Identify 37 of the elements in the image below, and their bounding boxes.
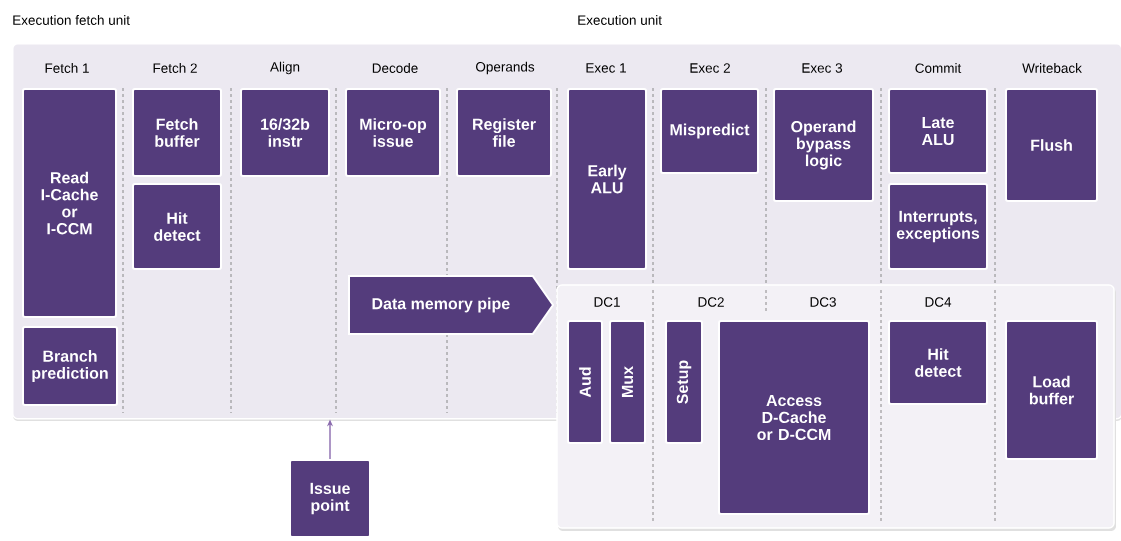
stage-box: Aud bbox=[567, 320, 603, 444]
stage-label: DC3 bbox=[810, 297, 836, 307]
stage-box: Access D-Cache or D-CCM bbox=[718, 320, 870, 515]
stage-box: Fetch buffer bbox=[132, 88, 222, 177]
stage-box: Mispredict bbox=[660, 88, 759, 174]
pipe-arrow-box: Data memory pipe bbox=[348, 275, 555, 335]
section-title: Execution fetch unit bbox=[13, 15, 130, 25]
stage-label: Decode bbox=[372, 63, 418, 73]
stage-label: Exec 3 bbox=[802, 63, 843, 73]
stage-box: Micro-op issue bbox=[345, 88, 441, 177]
stage-box: Early ALU bbox=[567, 88, 647, 270]
stage-box: Branch prediction bbox=[22, 326, 118, 406]
stage-label: Exec 1 bbox=[586, 63, 626, 73]
stage-label: Fetch 1 bbox=[45, 63, 89, 73]
stage-label: Fetch 2 bbox=[153, 63, 197, 73]
stage-box: Read I-Cache or I-CCM bbox=[22, 88, 117, 318]
stage-box: Issue point bbox=[289, 459, 371, 538]
stage-label: DC4 bbox=[925, 297, 952, 307]
stage-box: Mux bbox=[609, 320, 646, 444]
stage-box: Load buffer bbox=[1005, 320, 1098, 460]
stage-label: Writeback bbox=[1022, 63, 1082, 73]
stage-label: Commit bbox=[915, 63, 962, 73]
stage-box: Hit detect bbox=[132, 183, 222, 270]
stage-box: Register file bbox=[456, 88, 552, 177]
stage-box: Operand bypass logic bbox=[773, 88, 874, 202]
section-title: Execution unit bbox=[578, 15, 662, 25]
stage-box: 16/32b instr bbox=[240, 88, 330, 177]
stage-label: Operands bbox=[476, 61, 535, 75]
stage-label: DC2 bbox=[698, 297, 724, 307]
stage-box: Late ALU bbox=[888, 88, 988, 174]
stage-box: Interrupts, exceptions bbox=[888, 183, 988, 270]
stage-box: Setup bbox=[665, 320, 703, 444]
stage-label: Exec 2 bbox=[690, 63, 730, 73]
stage-box: Hit detect bbox=[888, 320, 988, 405]
stage-label: Align bbox=[270, 61, 300, 75]
stage-box: Flush bbox=[1005, 88, 1098, 202]
stage-label: DC1 bbox=[594, 297, 620, 307]
